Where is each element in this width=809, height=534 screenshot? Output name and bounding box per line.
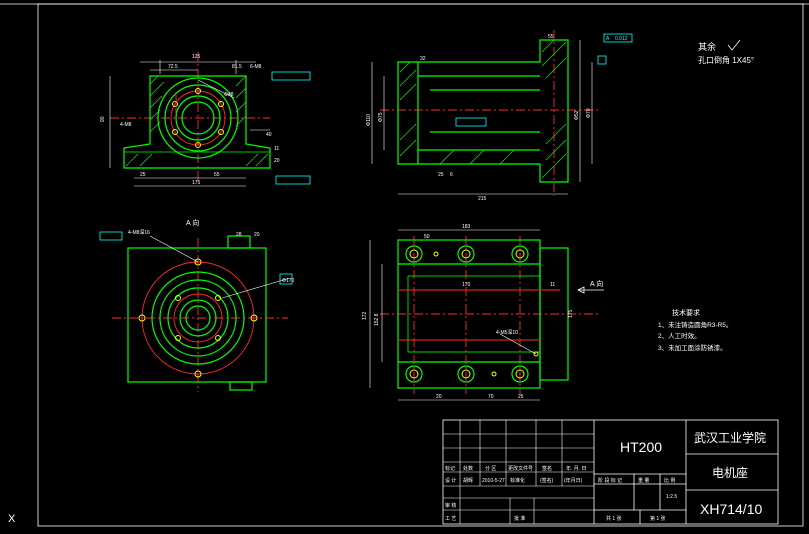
front-dim-4: 90 bbox=[100, 116, 106, 122]
roughness-check-icon bbox=[727, 39, 741, 51]
section-tolerance-1: 0.012 bbox=[615, 36, 628, 42]
technical-requirements: 技术要求 1、未注铸造圆角R3-R5。 2、人工时效。 3、未加工面涂防锈漆。 bbox=[658, 308, 732, 352]
title-block: HT200 武汉工业学院 电机座 XH714/10 1:2.5 共 1 张 第 … bbox=[442, 419, 779, 525]
tech-req-item-3: 3、未加工面涂防锈漆。 bbox=[658, 343, 727, 352]
approve-label: 批 准 bbox=[514, 515, 525, 522]
front-dim-5: 25 bbox=[140, 172, 146, 178]
arrow-a-label: A 向 bbox=[590, 279, 603, 288]
view-a-dim-2: 28 bbox=[236, 232, 242, 238]
section-tolerance-frame bbox=[603, 33, 633, 43]
designer-name: 胡辉 bbox=[463, 477, 473, 484]
tech-req-item-2: 2、人工时效。 bbox=[658, 331, 701, 340]
view-a-label: A 向 bbox=[186, 218, 199, 227]
front-dim-10: 40 bbox=[266, 132, 272, 138]
view-a-bolt-holes bbox=[138, 258, 258, 378]
row-label-mark: 标记 bbox=[445, 465, 455, 472]
weight-label: 重 量 bbox=[638, 477, 649, 484]
drawing-frame bbox=[0, 3, 809, 527]
part-name: 电机座 bbox=[712, 465, 748, 480]
front-dim-9: 175 bbox=[192, 180, 201, 186]
row-label-date: 年. 月. 日 bbox=[566, 465, 587, 472]
view-a-dim-1: 4-M8深16 bbox=[128, 229, 150, 236]
front-tolerance-frame-2 bbox=[275, 175, 311, 185]
top-dim-10: 175 bbox=[568, 309, 574, 318]
view-a-tolerance-frame bbox=[99, 231, 123, 241]
section-hatching bbox=[399, 39, 567, 179]
top-dim-2: 50 bbox=[424, 234, 430, 240]
section-dim-2: 32 bbox=[420, 56, 426, 62]
review-label: 审 核 bbox=[445, 502, 456, 509]
top-dim-6: 11 bbox=[550, 282, 555, 288]
front-tolerance-frame bbox=[271, 71, 311, 81]
surface-note: 其余 孔口倒角 1X45° bbox=[698, 39, 754, 65]
front-hatching bbox=[125, 75, 269, 167]
process-label: 工 艺 bbox=[445, 516, 456, 522]
chamfer-note: 孔口倒角 1X45° bbox=[698, 55, 754, 65]
section-tolerance-frame-2 bbox=[455, 117, 487, 127]
section-dim-1: 55 bbox=[548, 34, 554, 40]
row-label-file: 更改文件号 bbox=[508, 465, 533, 472]
view-a-dim-3: 20 bbox=[254, 232, 260, 238]
section-dim-3: 25 bbox=[438, 172, 444, 178]
top-view: 183 50 170 152.8 172 11 70 20 25 175 4-M… bbox=[362, 224, 604, 401]
section-dim-8: 6 bbox=[450, 172, 453, 178]
front-dim-7: 11 bbox=[274, 146, 279, 152]
section-dim-5: Φ75 bbox=[378, 112, 384, 122]
stage-label: 阶 段 标 记 bbox=[598, 477, 622, 484]
design-label: 设 计 bbox=[445, 477, 456, 484]
corner-mark: X bbox=[8, 513, 16, 525]
row-label-sign: 签名 bbox=[542, 465, 552, 472]
front-bolt-holes bbox=[172, 88, 224, 148]
design-date: 2010-5-27 bbox=[482, 478, 505, 484]
section-dim-4: Φ110 bbox=[366, 114, 372, 126]
top-dim-3: 170 bbox=[462, 282, 471, 288]
drawing-number: XH714/10 bbox=[700, 501, 762, 517]
scale-label: 比 例 bbox=[664, 477, 675, 484]
front-view: 125 72.5 81.5 90 25 55 11 20 175 40 6-M8… bbox=[100, 52, 311, 187]
top-view-holes bbox=[405, 245, 539, 383]
remainder-label: 其余 bbox=[698, 41, 716, 52]
top-dim-5: 172 bbox=[362, 311, 368, 320]
sign-placeholder: (签名) bbox=[540, 477, 554, 484]
section-dim-7: Φ70 bbox=[586, 108, 592, 118]
datum-a-box bbox=[597, 55, 607, 65]
sheet-total: 共 1 张 bbox=[606, 515, 622, 522]
front-dim-6: 55 bbox=[214, 172, 220, 178]
front-dim-8: 20 bbox=[274, 158, 280, 164]
section-view: 55 32 25 Φ110 Φ75 Φ52 Φ70 6 215 0.012 A bbox=[366, 30, 633, 202]
tech-req-title: 技术要求 bbox=[672, 308, 700, 317]
section-dim-6: Φ52 bbox=[574, 110, 580, 120]
row-label-zone: 分 区 bbox=[485, 465, 496, 472]
front-dim-2: 72.5 bbox=[168, 64, 178, 70]
arrow-a-head bbox=[577, 286, 585, 294]
top-note-1: 4-M5深10 bbox=[496, 329, 518, 336]
top-dim-1: 183 bbox=[462, 224, 471, 230]
standardization-label: 标准化 bbox=[510, 477, 525, 484]
material: HT200 bbox=[620, 439, 662, 455]
school-name: 武汉工业学院 bbox=[694, 430, 766, 445]
date-placeholder: (年月日) bbox=[564, 477, 583, 484]
front-dim-1: 125 bbox=[192, 54, 201, 60]
view-a: A 向 4-M8深16 28 20 Φ170 bbox=[99, 218, 295, 392]
scale: 1:2.5 bbox=[666, 494, 677, 500]
front-note-3: Φ48 bbox=[224, 92, 234, 98]
tech-req-item-1: 1、未注铸造圆角R3-R5。 bbox=[658, 320, 732, 329]
top-dim-7: 70 bbox=[488, 394, 494, 400]
row-label-count: 处数 bbox=[463, 465, 473, 472]
top-dim-4: 152.8 bbox=[374, 313, 380, 326]
view-a-dim-4: Φ170 bbox=[282, 278, 295, 284]
top-dim-9: 25 bbox=[518, 394, 524, 400]
front-dim-3: 81.5 bbox=[232, 64, 242, 70]
section-tolerance-2: A bbox=[606, 36, 610, 42]
sheet-number: 第 1 张 bbox=[650, 515, 666, 522]
section-dim-9: 215 bbox=[478, 196, 487, 202]
top-dim-8: 20 bbox=[436, 394, 442, 400]
front-note-2: 4-M8 bbox=[120, 122, 132, 128]
front-note-1: 6-M8 bbox=[250, 64, 262, 70]
view-a-tolerance-frame-2 bbox=[279, 273, 293, 285]
